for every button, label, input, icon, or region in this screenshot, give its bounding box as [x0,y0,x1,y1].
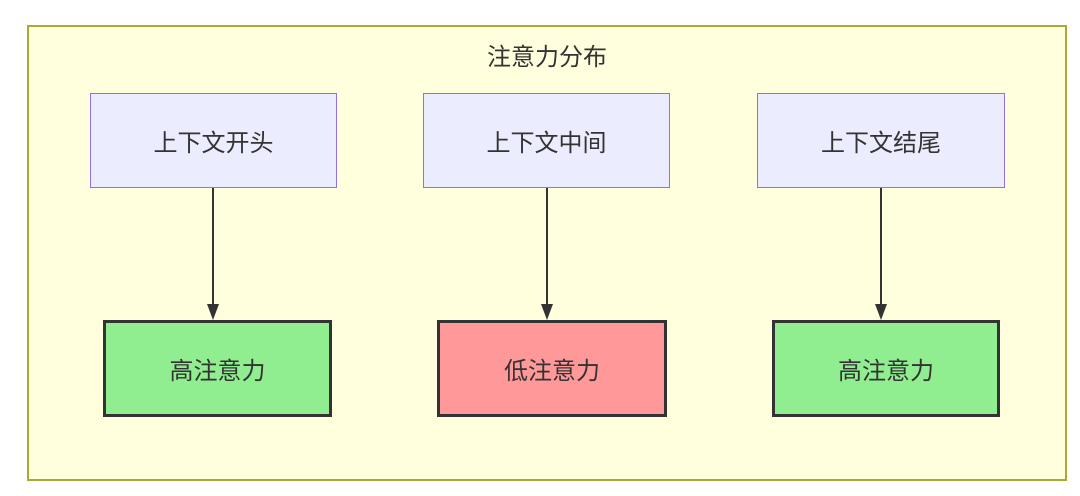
node-context-start-label: 上下文开头 [153,129,274,157]
node-high-attention-2-label: 高注意力 [838,357,934,385]
node-low-attention-label: 低注意力 [504,357,600,385]
diagram-title: 注意力分布 [487,43,607,71]
arrow-start-to-high-icon [207,188,219,320]
node-context-middle: 上下文中间 [423,93,670,188]
node-low-attention: 低注意力 [437,320,667,417]
node-context-start: 上下文开头 [90,93,337,188]
node-high-attention-1: 高注意力 [103,320,332,417]
node-context-end: 上下文结尾 [757,93,1005,188]
node-high-attention-1-label: 高注意力 [169,357,266,385]
arrow-middle-to-low-icon [541,188,553,320]
attention-distribution-subgraph: 注意力分布 上下文开头 上下文中间 上下文结尾 高注意力 低 [27,25,1067,481]
node-high-attention-2: 高注意力 [772,320,1000,417]
node-context-middle-label: 上下文中间 [486,129,607,157]
arrow-end-to-high-icon [875,188,887,320]
node-context-end-label: 上下文结尾 [821,129,941,157]
